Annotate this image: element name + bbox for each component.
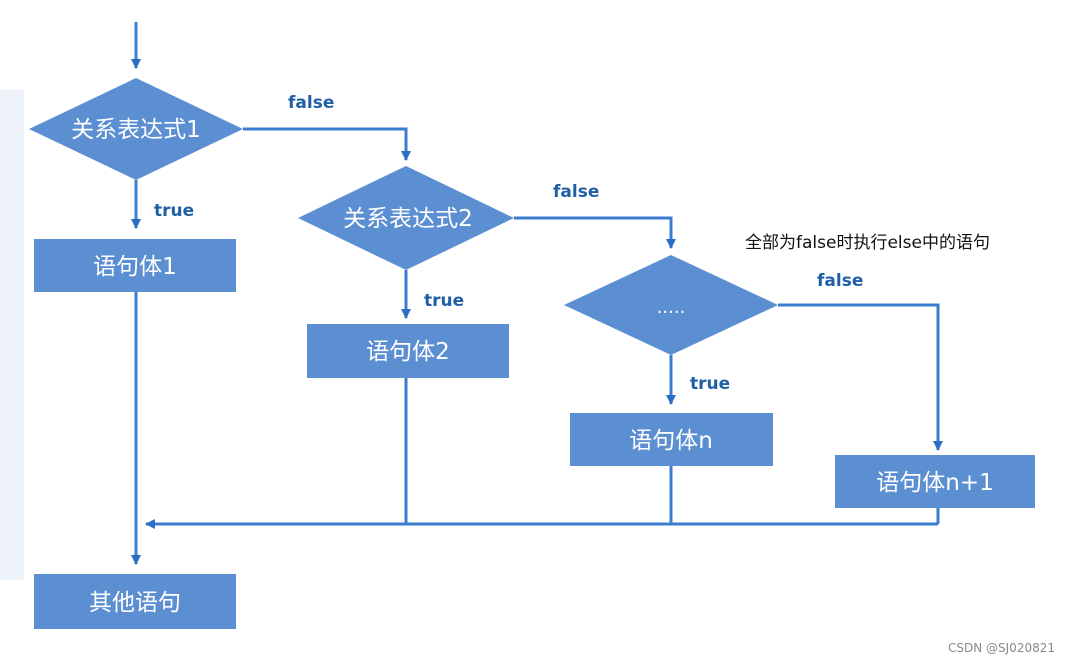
left-band — [0, 90, 24, 580]
stmt2-text: 语句体2 — [366, 339, 450, 365]
statement-n: 语句体n — [570, 413, 773, 466]
decision-cond2: 关系表达式2 — [298, 166, 514, 270]
cond1-text: 关系表达式1 — [71, 117, 201, 143]
other-text: 其他语句 — [89, 590, 181, 616]
cond3-false-arrow — [778, 303, 943, 451]
stmtn1-text: 语句体n+1 — [876, 470, 993, 496]
true-label-3: true — [690, 374, 730, 394]
statement-2: 语句体2 — [307, 324, 509, 378]
false-label-1: false — [288, 93, 334, 113]
connectors — [131, 22, 943, 565]
stmt1-text: 语句体1 — [93, 254, 177, 280]
false-label-2: false — [553, 182, 599, 202]
cond2-text: 关系表达式2 — [343, 206, 473, 232]
cond3-text: ..... — [657, 297, 686, 318]
statement-other: 其他语句 — [34, 574, 236, 629]
decision-cond3: ..... — [564, 255, 778, 355]
true-label-2: true — [424, 291, 464, 311]
else-note: 全部为false时执行else中的语句 — [745, 233, 990, 253]
statement-n-plus-1: 语句体n+1 — [835, 455, 1035, 508]
cond2-false-arrow — [514, 216, 676, 249]
stmtn-text: 语句体n — [629, 428, 713, 454]
true-label-1: true — [154, 201, 194, 221]
statement-1: 语句体1 — [34, 239, 236, 292]
false-label-3: false — [817, 271, 863, 291]
watermark: CSDN @SJ020821 — [948, 641, 1055, 655]
cond1-false-arrow — [243, 127, 411, 161]
decision-cond1: 关系表达式1 — [29, 78, 243, 180]
